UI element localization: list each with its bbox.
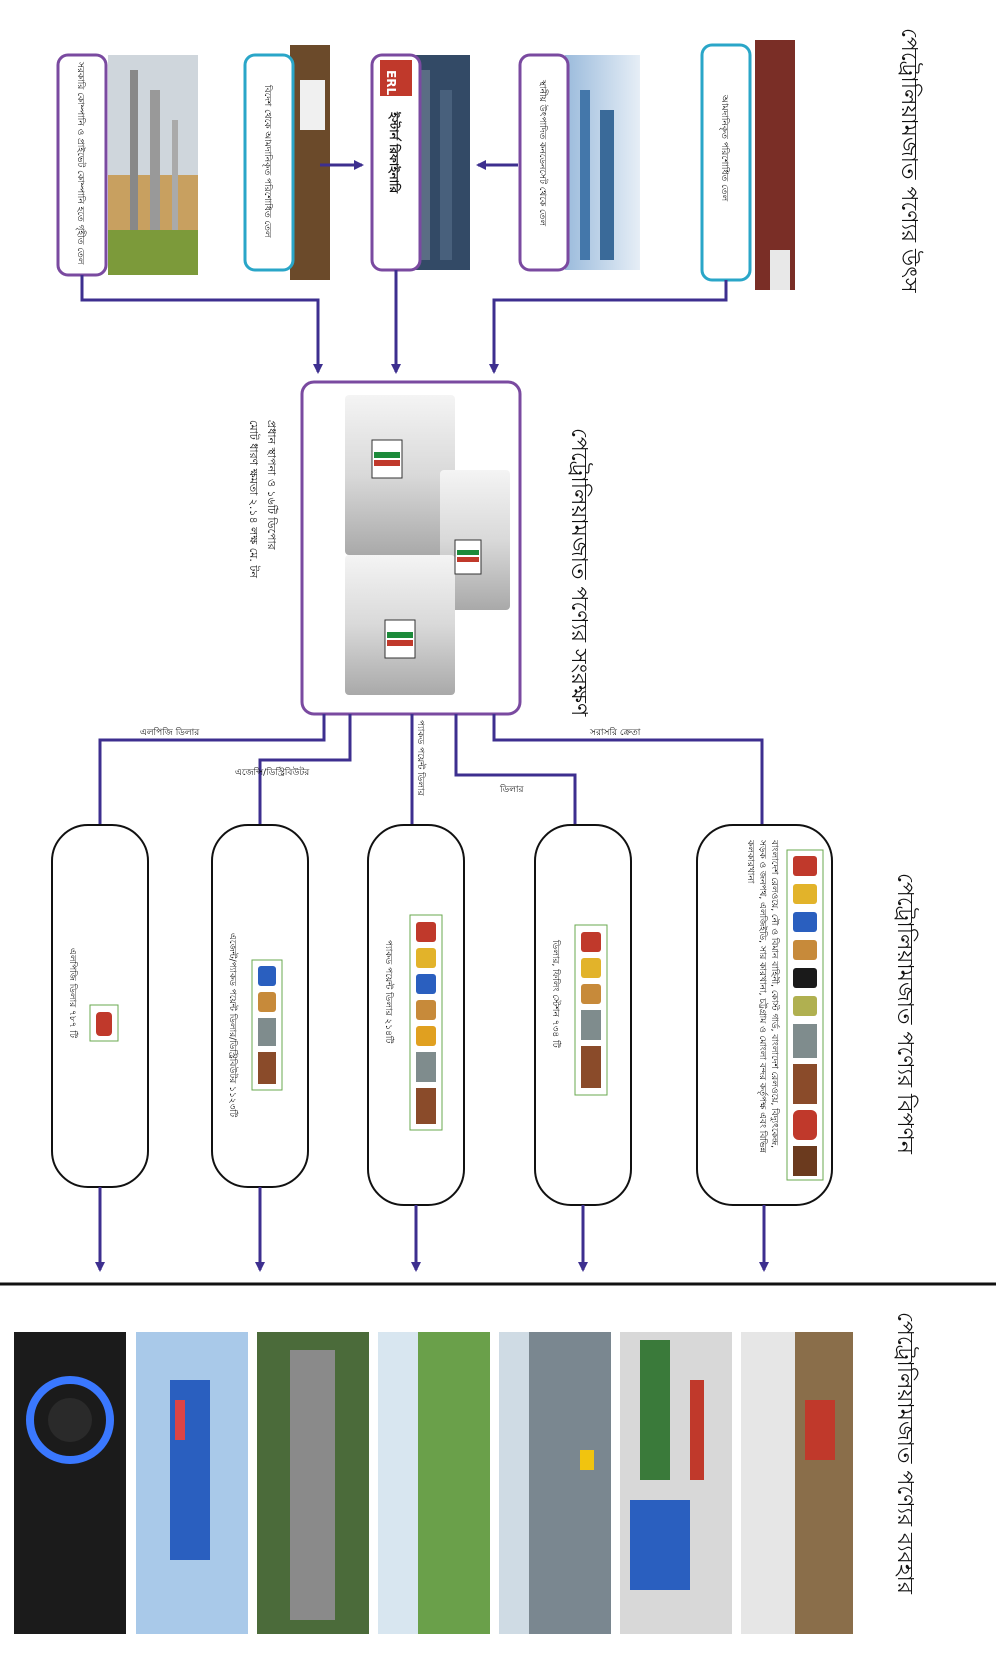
source-label-3: ইস্টার্ন রিফাইনারি [387, 111, 402, 194]
erl-logo-text: ERL [384, 70, 398, 95]
source-imported-refined: আমদানিকৃত পরিশোধিত তেল [700, 40, 795, 290]
usage-title: পেট্রোলিয়ামজাত পণ্যের ব্যবহার [892, 1312, 919, 1595]
line-agency [258, 714, 352, 825]
channel-label-direct: সরাসরি ক্রেতা [589, 727, 641, 738]
source-eastern-refinery: ERL ইস্টার্ন রিফাইনারি [370, 53, 470, 272]
channel-box-agency: এজেন্ট/প্যাকড পয়েন্ট ডিলার/ডিস্ট্রিবিউট… [211, 824, 309, 1188]
erl-logo [380, 60, 412, 96]
line-direct [492, 714, 764, 825]
source-import: বিদেশ থেকে আমদানিকৃত পরিশোধিত তেল [243, 45, 330, 280]
oil-tanker-photo [755, 40, 795, 290]
sources-title: পেট্রোলিয়ামজাত পণ্যের উৎস [896, 28, 923, 293]
tank-logo-3 [384, 619, 416, 659]
channel-text-lpg: এলপিজি ডিলার ৭৮৭ টি [67, 948, 79, 1039]
storage-caption-1: প্রধান স্থাপনা ও ১৬টি ডিপোর [265, 420, 278, 551]
channel-text-packed: প্যাকড পয়েন্ট ডিলার ২১৪টি [383, 940, 395, 1045]
direct-buyer-text-wrapper: বাংলাদেশ রেলওয়ে, নৌ ও বিমান বাহিনী, কোস… [745, 840, 779, 1153]
channel-box-dealer: ডিলার, ফিলিং স্টেশন ৭৩৪ টি [534, 824, 632, 1206]
arrow-govt-to-storage [80, 275, 323, 374]
channel-text-dealer: ডিলার, ফিলিং স্টেশন ৭৩৪ টি [550, 939, 562, 1049]
channel-text-agency: এজেন্ট/প্যাকড পয়েন্ট ডিলার/ডিস্ট্রিবিউট… [227, 933, 239, 1118]
source-govt-private: সরকারি কোম্পানি ও প্রাইভেট কোম্পানি হতে … [56, 53, 198, 277]
source-label-4: স্থানীয় উৎপাদিত কনডেনসেট থেকে তেল [537, 79, 549, 226]
storage-title: পেট্রোলিয়ামজাত পণ্যের সংরক্ষণ [566, 428, 593, 717]
marketing-title: পেট্রোলিয়ামজাত পণ্যের বিপণন [892, 873, 919, 1155]
line-lpg [98, 714, 326, 825]
channel-label-agency: এজেন্সি/ডিস্ট্রিবিউটর [235, 766, 310, 778]
channel-label-lpg: এলপিজি ডিলার [140, 727, 200, 738]
source-label-5: আমদানিকৃত পরিশোধিত তেল [719, 94, 730, 202]
source-label-2: বিদেশ থেকে আমদানিকৃত পরিশোধিত তেল [262, 84, 273, 238]
source-box-4 [518, 53, 570, 272]
channel-label-packed: প্যাকড পয়েন্ট ডিলার [415, 720, 426, 797]
line-dealer [454, 714, 577, 825]
storage-tanks [300, 380, 522, 716]
source-box-2 [243, 53, 295, 272]
arrow-import-to-storage [489, 280, 728, 374]
source-label-1: সরকারি কোম্পানি ও প্রাইভেট কোম্পানি হতে … [75, 61, 87, 265]
usage-photos [14, 1332, 853, 1634]
tank-logo-1 [371, 439, 403, 479]
channel-box-lpg: এলপিজি ডিলার ৭৮৭ টি [51, 824, 149, 1188]
source-condensate: স্থানীয় উৎপাদিত কনডেনসেট থেকে তেল [518, 53, 640, 272]
channel-label-dealer: ডিলার [499, 784, 525, 795]
channel-text-direct: বাংলাদেশ রেলওয়ে, নৌ ও বিমান বাহিনী, কোস… [745, 840, 779, 1153]
channel-box-direct: বাংলাদেশ রেলওয়ে, নৌ ও বিমান বাহিনী, কোস… [696, 824, 833, 1206]
channel-box-packed: প্যাকড পয়েন্ট ডিলার ২১৪টি [367, 824, 465, 1206]
storage-caption-2: মোট ধারণ ক্ষমতা ২.১৪ লক্ষ মে. টন [247, 420, 260, 578]
